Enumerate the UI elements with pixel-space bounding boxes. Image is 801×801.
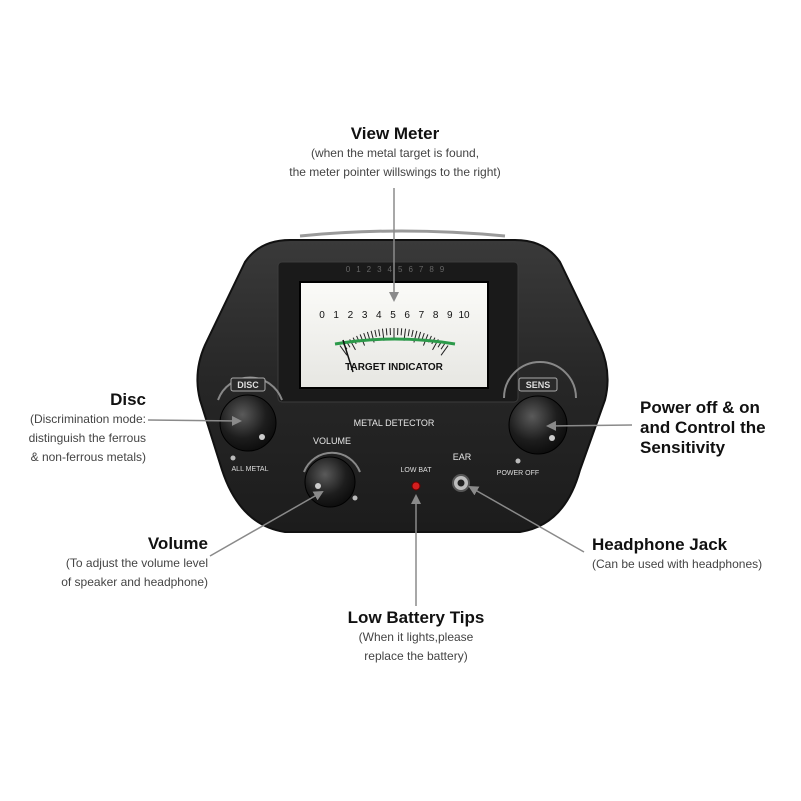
- disc-knob-marker: [259, 434, 265, 440]
- low-battery-title: Low Battery Tips: [347, 608, 485, 627]
- disc-dot: [230, 455, 236, 461]
- volume-desc-1: (To adjust the volume level: [65, 556, 208, 570]
- low-battery-desc-1: (When it lights,please: [358, 630, 474, 644]
- headphone-callout: Headphone Jack (Can be used with headpho…: [592, 535, 792, 574]
- sens-label-box: [518, 377, 558, 392]
- meter-scale-number: 4: [376, 310, 382, 321]
- meter-tick: [366, 331, 370, 339]
- view-meter-desc-1: (when the metal target is found,: [310, 146, 480, 160]
- volume-callout: Volume (To adjust the volume level of sp…: [30, 534, 208, 592]
- disc-knob[interactable]: [219, 394, 277, 452]
- disc-callout: Disc (Discrimination mode: distinguish t…: [8, 390, 146, 467]
- volume-arrow: [209, 491, 324, 557]
- sens-arc: [503, 361, 577, 399]
- meter-tick: [440, 343, 446, 350]
- volume-arc: [303, 451, 361, 473]
- housing-top-rim: [299, 229, 506, 238]
- meter-tick: [400, 328, 403, 336]
- view-meter-title: View Meter: [350, 124, 440, 143]
- meter-top-ghost-scale: 0123456789: [346, 265, 451, 274]
- sensitivity-title-2: and Control the: [640, 418, 766, 437]
- meter-scale-number: 8: [433, 310, 439, 321]
- meter-scale-number: 1: [333, 310, 339, 321]
- disc-arc: [217, 376, 283, 401]
- headphone-title: Headphone Jack: [592, 535, 728, 554]
- meter-tick: [440, 345, 449, 356]
- meter-tick: [339, 345, 348, 356]
- meter-tick: [385, 328, 388, 336]
- ear-label: EAR: [453, 452, 472, 462]
- callout-arrows: [147, 188, 633, 606]
- sens-dot: [515, 458, 521, 464]
- sensitivity-callout: Power off & on and Control the Sensitivi…: [640, 398, 798, 458]
- low-battery-led: [411, 481, 421, 491]
- volume-label: VOLUME: [313, 436, 351, 446]
- low-battery-callout: Low Battery Tips (When it lights,please …: [300, 608, 532, 666]
- low-bat-label: LOW BAT: [401, 467, 433, 474]
- low-battery-desc-2: replace the battery): [364, 649, 468, 663]
- meter-scale-number: 6: [404, 310, 410, 321]
- headphone-desc-1: (Can be used with headphones): [592, 557, 763, 571]
- all-metal-label: ALL METAL: [232, 466, 269, 473]
- sens-knob-marker: [549, 435, 555, 441]
- disc-desc-2: distinguish the ferrous: [28, 431, 146, 445]
- meter-tick: [418, 331, 422, 339]
- meter-scale-number: 0: [319, 310, 325, 321]
- meter-green-band: [334, 337, 456, 346]
- meter-scale-number: 5: [390, 310, 396, 321]
- panel-title: METAL DETECTOR: [354, 418, 435, 428]
- disc-desc-1: (Discrimination mode:: [29, 412, 146, 426]
- sens-knob[interactable]: [508, 395, 568, 455]
- volume-dot: [352, 495, 358, 501]
- volume-title: Volume: [147, 534, 208, 553]
- view-meter-desc-2: the meter pointer willswings to the righ…: [289, 165, 501, 179]
- disc-label: DISC: [237, 380, 259, 390]
- meter-tick: [363, 332, 367, 340]
- meter-pointer: [342, 339, 354, 373]
- meter-scale-number: 9: [447, 310, 453, 321]
- sens-label: SENS: [526, 380, 551, 390]
- meter-scale-number: 2: [348, 310, 354, 321]
- sensitivity-arrow: [546, 420, 633, 431]
- volume-desc-2: of speaker and headphone): [61, 575, 208, 589]
- sensitivity-title-1: Power off & on: [640, 398, 760, 417]
- headphone-arrow: [468, 486, 585, 553]
- meter-scale-number: 7: [419, 310, 425, 321]
- disc-arrow: [147, 415, 242, 426]
- meter-label: TARGET INDICATOR: [345, 362, 444, 373]
- disc-label-box: [230, 377, 266, 392]
- meter-tick: [407, 329, 410, 337]
- meter-scale-number: 3: [362, 310, 368, 321]
- headphone-jack-hole: [457, 479, 465, 487]
- volume-knob-marker: [315, 483, 321, 489]
- disc-desc-3: & non-ferrous metals): [30, 450, 146, 464]
- power-off-label: POWER OFF: [497, 470, 539, 477]
- meter-tick: [374, 329, 377, 337]
- meter-tick: [378, 329, 381, 337]
- view-meter-callout: View Meter (when the metal target is fou…: [240, 124, 550, 182]
- disc-title: Disc: [110, 390, 146, 409]
- meter-scale-number: 10: [458, 310, 470, 321]
- volume-knob[interactable]: [304, 456, 356, 508]
- meter-tick: [411, 329, 414, 337]
- sensitivity-title-3: Sensitivity: [640, 438, 726, 457]
